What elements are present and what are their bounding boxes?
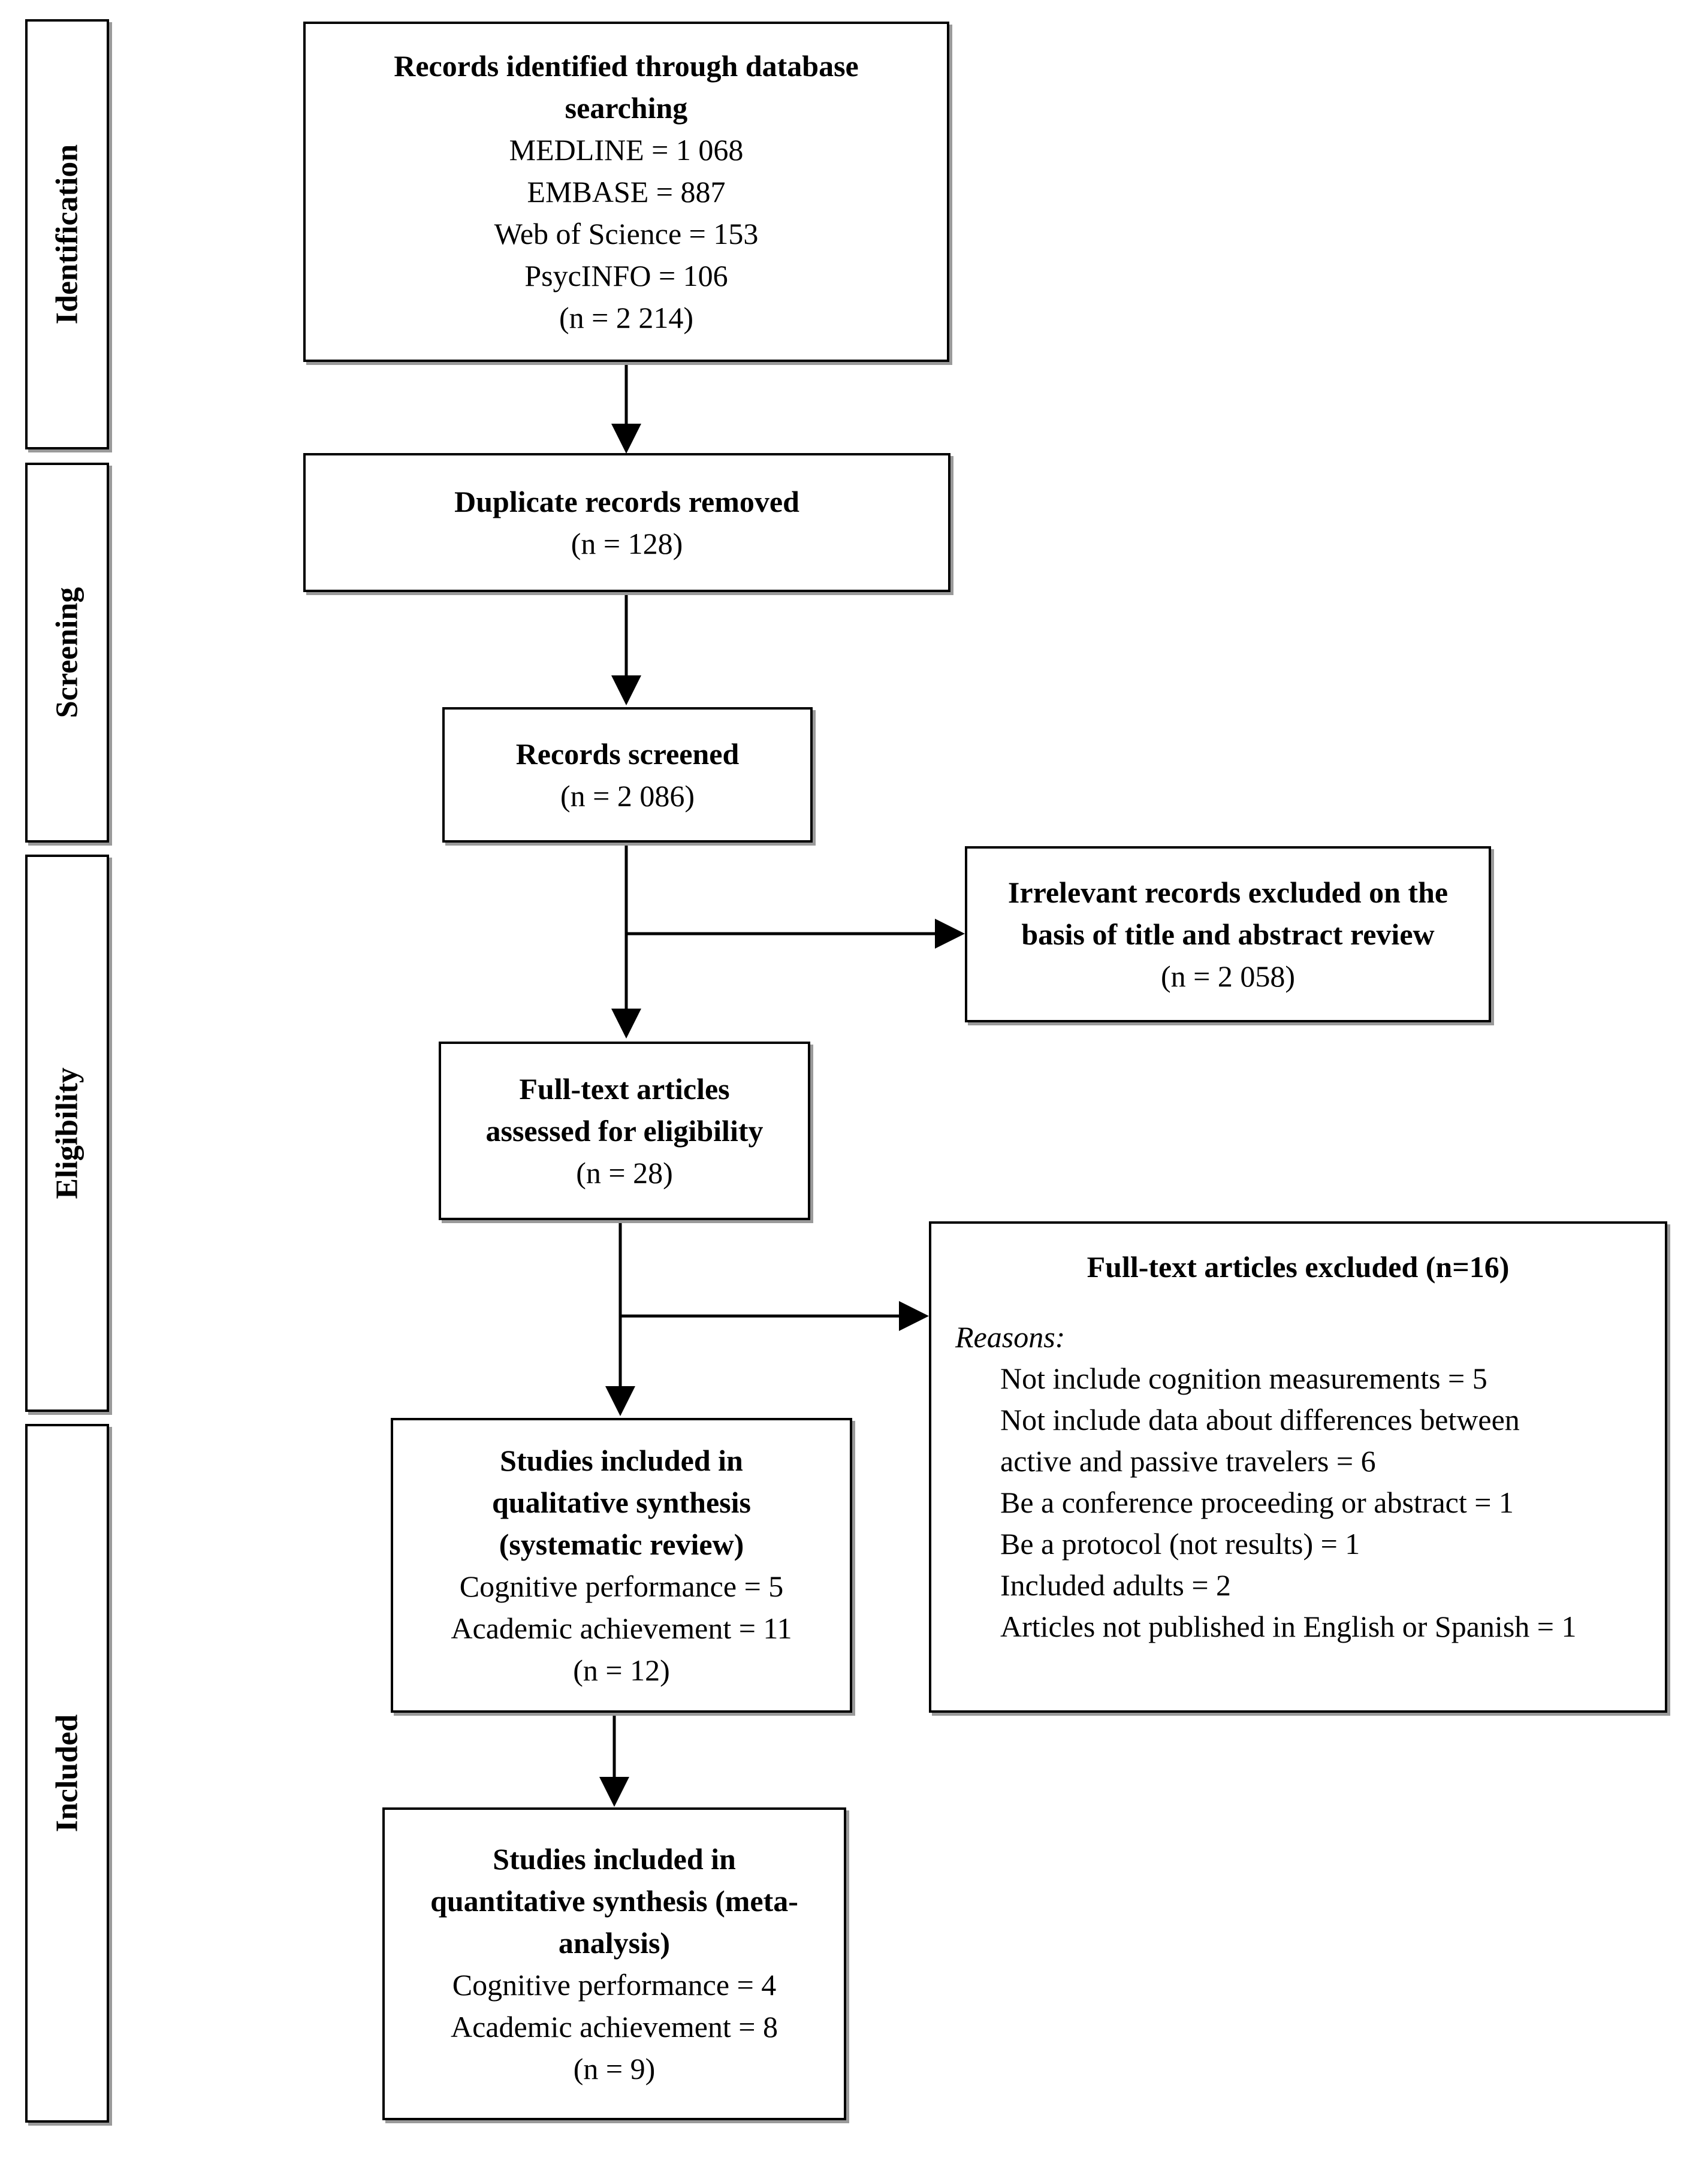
- qualitative-total: (n = 12): [573, 1653, 670, 1687]
- irrelevant-title-line2: basis of title and abstract review: [1021, 917, 1435, 951]
- qualitative-cognitive: Cognitive performance = 5: [459, 1570, 784, 1603]
- quantitative-title-line2: quantitative synthesis (meta-: [430, 1884, 798, 1918]
- fulltext-title-line2: assessed for eligibility: [485, 1114, 764, 1148]
- excluded-title: Full-text articles excluded (n=16): [1087, 1250, 1510, 1284]
- fulltext-count: (n = 28): [576, 1156, 673, 1190]
- reason-item: Included adults = 2: [1000, 1568, 1232, 1602]
- stage-included: Included: [25, 1424, 109, 2123]
- quantitative-title-line1: Studies included in: [493, 1842, 736, 1876]
- reasons-label: Reasons:: [955, 1320, 1066, 1354]
- irrelevant-title-line1: Irrelevant records excluded on the: [1007, 876, 1449, 909]
- reason-item: Articles not published in English or Spa…: [1000, 1610, 1577, 1643]
- duplicates-title: Duplicate records removed: [454, 485, 799, 518]
- reason-item: active and passive travelers = 6: [1000, 1444, 1376, 1478]
- stage-screening: Screening: [25, 463, 109, 843]
- box-irrelevant-excluded: Irrelevant records excluded on the basis…: [965, 846, 1491, 1022]
- duplicates-count: (n = 128): [571, 527, 683, 560]
- stage-eligibility: Eligibility: [25, 855, 109, 1412]
- identified-total: (n = 2 214): [559, 301, 693, 334]
- box-quantitative-synthesis: Studies included in quantitative synthes…: [382, 1807, 846, 2120]
- identified-title-line1: Records identified through database: [394, 49, 859, 83]
- qualitative-title-line1: Studies included in: [500, 1444, 743, 1477]
- irrelevant-count: (n = 2 058): [1161, 959, 1295, 993]
- reason-item: Not include data about differences betwe…: [1000, 1403, 1520, 1436]
- screened-count: (n = 2 086): [560, 779, 695, 813]
- reason-item: Not include cognition measurements = 5: [1000, 1362, 1487, 1395]
- identified-web-of-science: Web of Science = 153: [494, 217, 759, 250]
- reason-item: Be a conference proceeding or abstract =…: [1000, 1486, 1514, 1519]
- quantitative-cognitive: Cognitive performance = 4: [452, 1968, 777, 2002]
- identified-embase: EMBASE = 887: [527, 175, 726, 209]
- box-fulltext-excluded: Full-text articles excluded (n=16) Reaso…: [929, 1221, 1667, 1713]
- qualitative-title-line3: (systematic review): [499, 1528, 744, 1561]
- reason-item: Be a protocol (not results) = 1: [1000, 1527, 1360, 1561]
- fulltext-title-line1: Full-text articles: [519, 1072, 730, 1106]
- stage-identification: Identification: [25, 19, 109, 449]
- box-records-screened: Records screened (n = 2 086): [442, 707, 813, 843]
- qualitative-title-line2: qualitative synthesis: [491, 1486, 751, 1519]
- identified-medline: MEDLINE = 1 068: [509, 133, 744, 167]
- identified-title-line2: searching: [565, 91, 688, 125]
- box-duplicates-removed: Duplicate records removed (n = 128): [303, 453, 950, 592]
- box-qualitative-synthesis: Studies included in qualitative synthesi…: [391, 1418, 852, 1713]
- identified-psycinfo: PsycINFO = 106: [524, 259, 728, 292]
- qualitative-academic: Academic achievement = 11: [451, 1611, 792, 1645]
- box-fulltext-assessed: Full-text articles assessed for eligibil…: [439, 1042, 810, 1220]
- screened-title: Records screened: [515, 737, 740, 771]
- quantitative-total: (n = 9): [573, 2052, 656, 2085]
- quantitative-title-line3: analysis): [558, 1926, 671, 1960]
- box-records-identified: Records identified through database sear…: [303, 22, 949, 362]
- quantitative-academic: Academic achievement = 8: [451, 2010, 778, 2044]
